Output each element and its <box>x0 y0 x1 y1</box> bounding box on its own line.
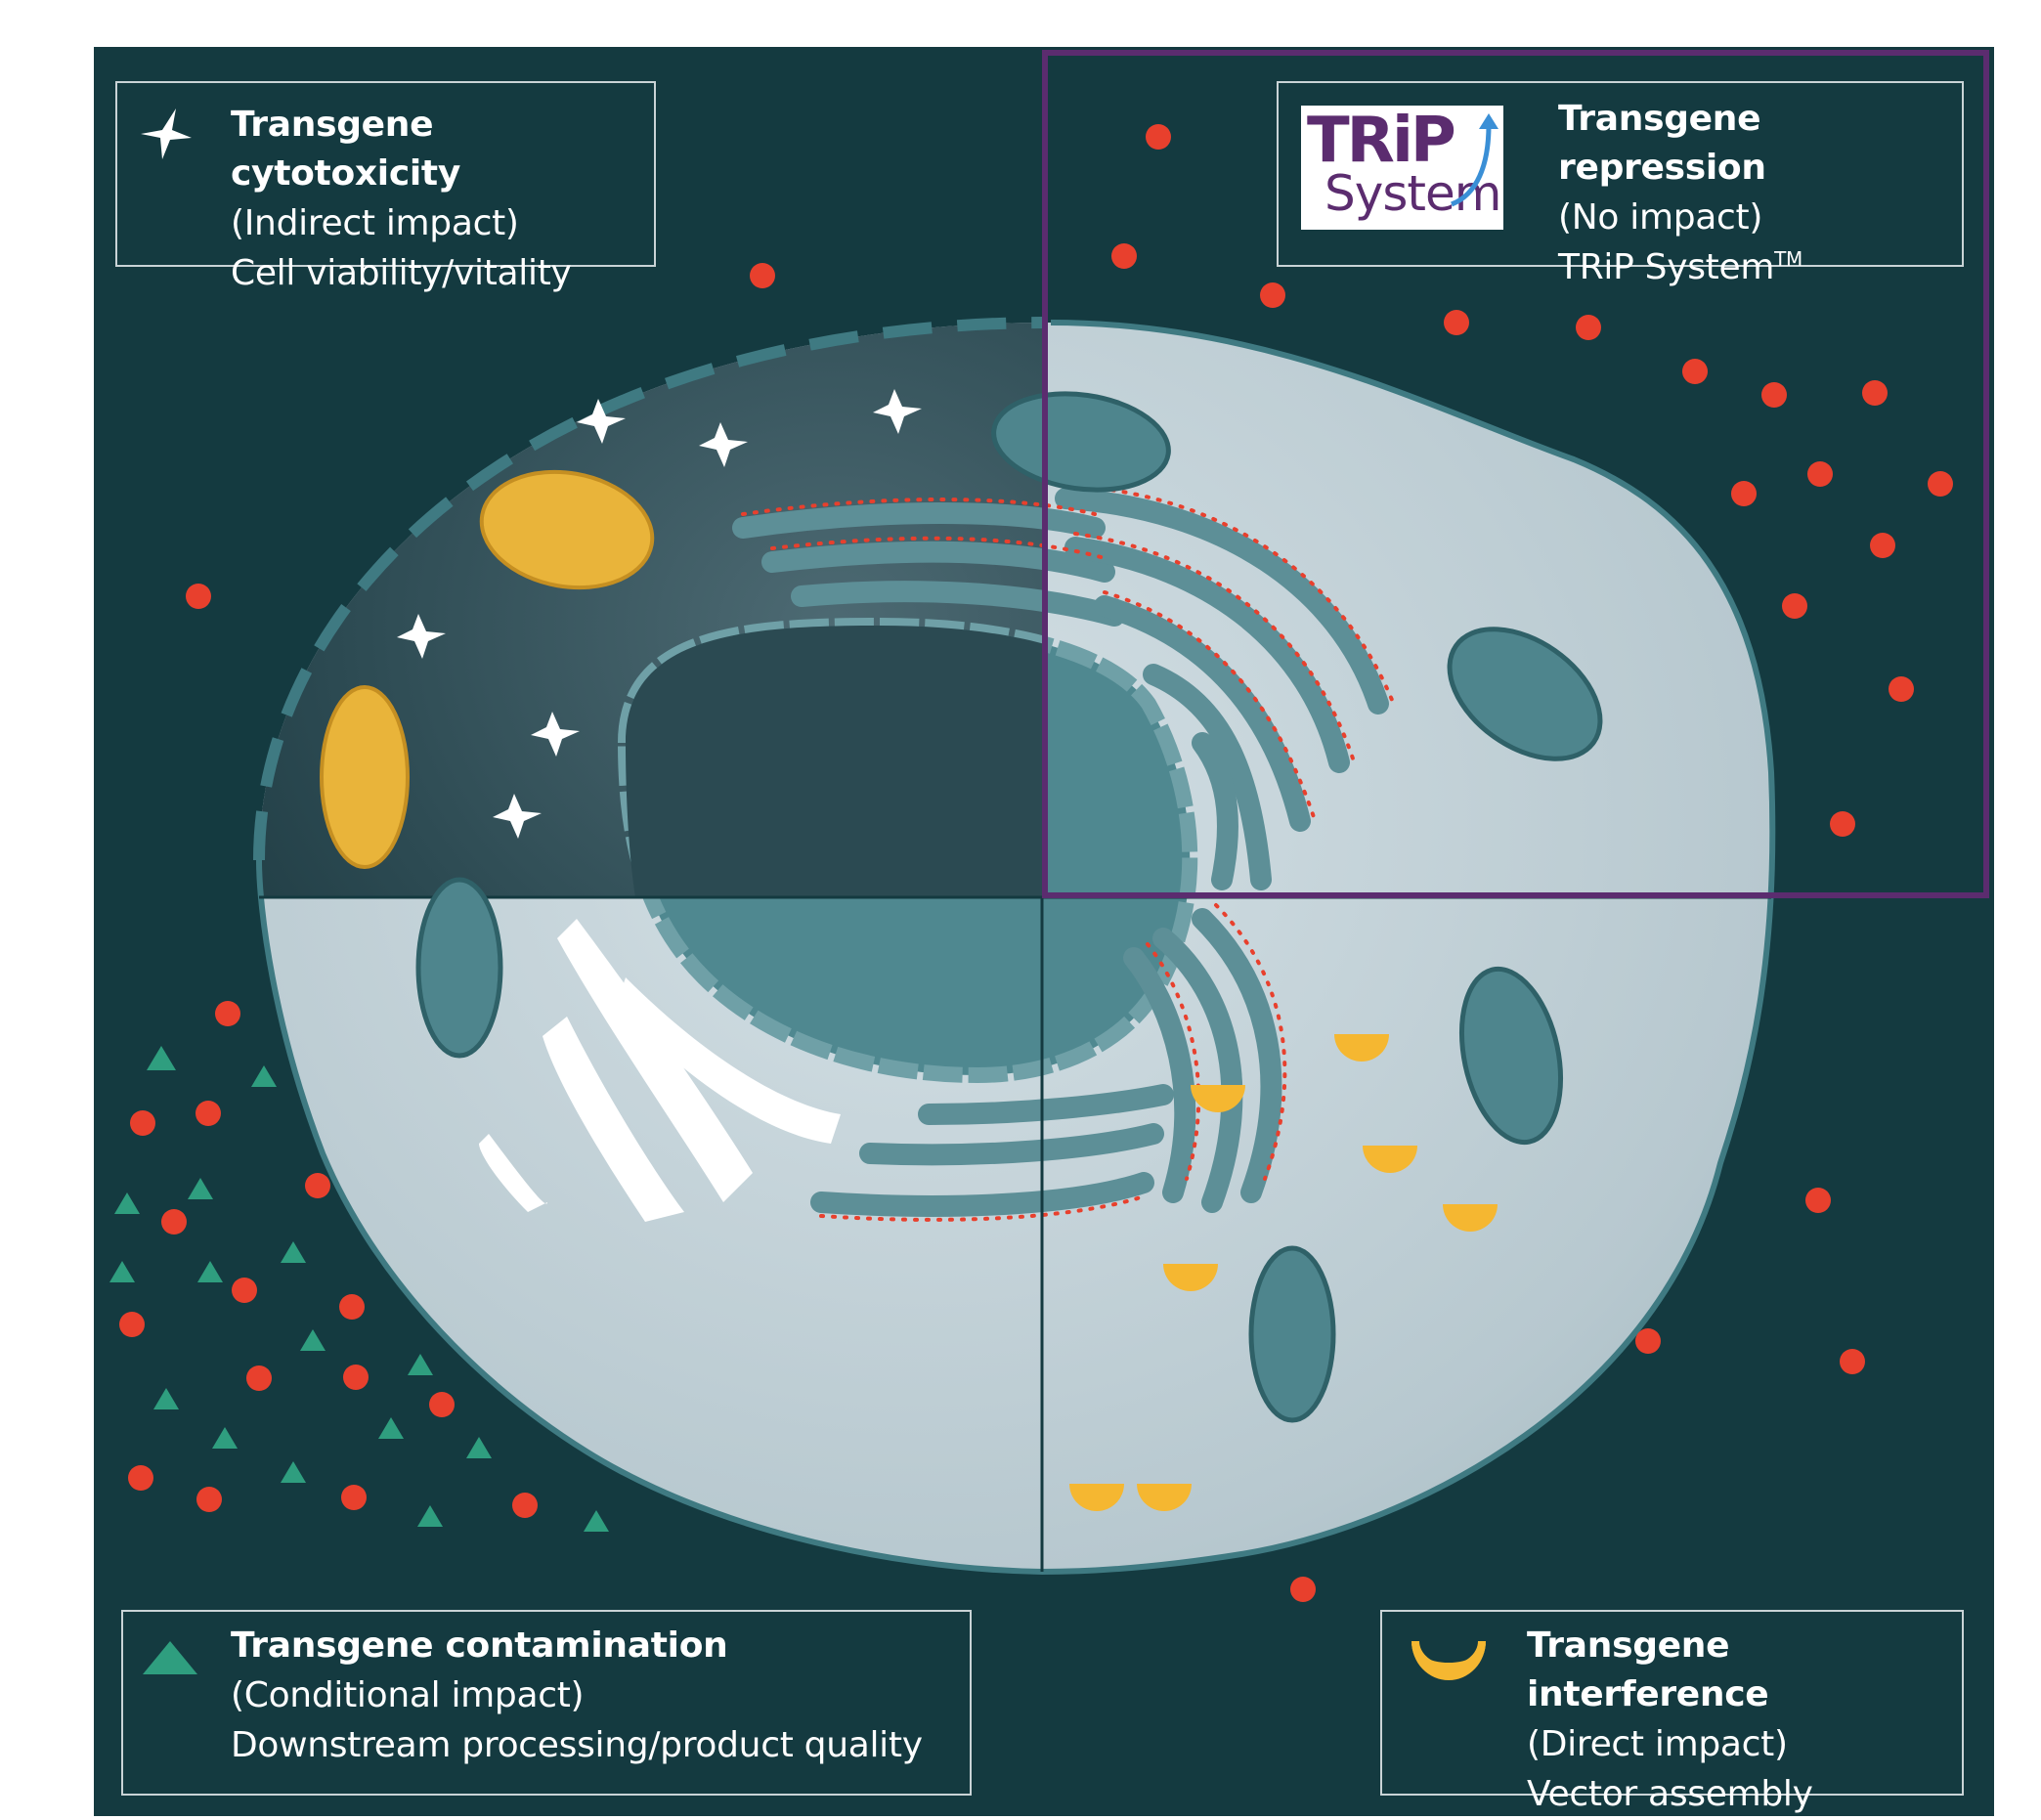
legend-impact: (Conditional impact) <box>231 1675 585 1715</box>
triangle-icon <box>143 1641 197 1674</box>
trip-highlight-frame <box>1042 50 1989 898</box>
legend-title: Transgene repression <box>1558 99 1766 188</box>
golgi-white <box>479 919 841 1222</box>
legend-title: Transgene cytotoxicity <box>231 105 461 194</box>
legend-effect: TRiP SystemTM <box>1558 247 1802 287</box>
legend-effect: Cell viability/vitality <box>231 253 572 293</box>
legend-cytotoxicity: Transgene cytotoxicity (Indirect impact)… <box>115 81 656 293</box>
green-triangles <box>109 1046 609 1532</box>
legend-title: Transgene contamination <box>231 1625 728 1666</box>
legend-effect: Downstream processing/product quality <box>231 1725 923 1765</box>
legend-interference: Transgene interference (Direct impact) V… <box>1380 1610 1964 1814</box>
legend-impact: (Direct impact) <box>1527 1724 1788 1764</box>
legend-effect: Vector assembly <box>1527 1774 1813 1814</box>
four-point-star-icon <box>141 108 192 159</box>
trip-system-logo: TRiP System <box>1301 106 1503 230</box>
mitochondria-yellow <box>320 469 655 869</box>
legend-repression: Transgene repression (No impact) TRiP Sy… <box>1277 81 1964 287</box>
legend-title: Transgene interference <box>1527 1625 1769 1714</box>
cytotoxicity-stars <box>397 389 922 839</box>
mitochondria-teal <box>415 391 1603 1423</box>
logo-word-system: System <box>1324 165 1501 222</box>
legend-contamination: Transgene contamination (Conditional imp… <box>121 1610 972 1796</box>
legend-impact: (No impact) <box>1558 197 1763 238</box>
ribosome-dots <box>741 483 1394 1222</box>
logo-arrow-icon <box>1450 113 1498 207</box>
cell-membrane <box>256 320 1776 1576</box>
half-moon-cup-icon <box>1411 1641 1486 1680</box>
endoplasmic-reticulum <box>732 488 1389 1217</box>
interference-cups <box>1069 1034 1498 1511</box>
red-particles <box>119 124 1953 1602</box>
damaged-membrane <box>253 317 1042 861</box>
legend-impact: (Indirect impact) <box>231 203 519 243</box>
logo-word-trip: TRiP <box>1307 105 1456 177</box>
